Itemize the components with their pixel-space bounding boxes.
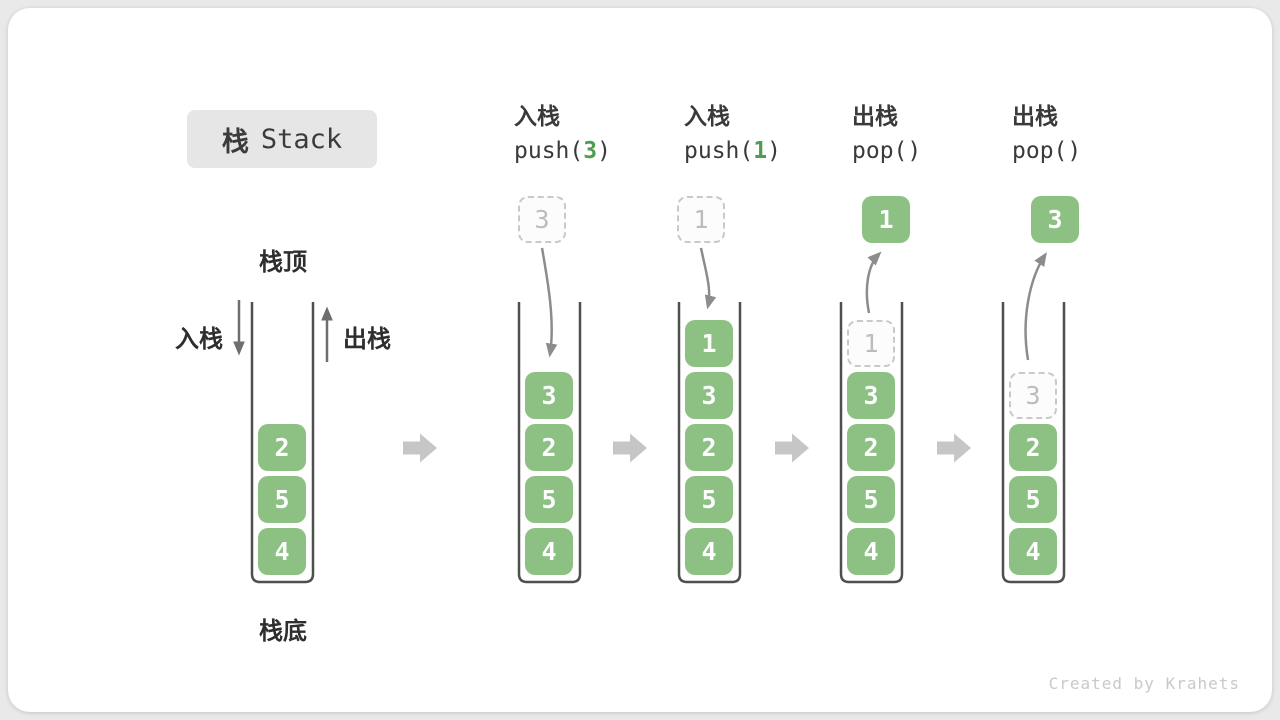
operation-label: 出栈 xyxy=(1012,103,1058,129)
floating-cell-dashed-3: 3 xyxy=(518,196,566,243)
operation-header-pop-second: 出栈 pop() xyxy=(1012,103,1081,164)
stack4-cell: 5 xyxy=(847,476,895,523)
pop-side-label: 出栈 xyxy=(343,326,391,353)
stack4-ghost-cell: 1 xyxy=(847,320,895,367)
stack4-cell: 3 xyxy=(847,372,895,419)
stack2-cell: 3 xyxy=(525,372,573,419)
floating-cell-popped-3: 3 xyxy=(1031,196,1079,243)
stack1-cell: 2 xyxy=(258,424,306,471)
title-zh: 栈 xyxy=(221,126,249,157)
credit-text: Created by Krahets xyxy=(1048,674,1240,693)
operation-header-push3: 入栈 push(3) xyxy=(514,103,611,164)
operation-header-push1: 入栈 push(1) xyxy=(684,103,781,164)
stack3-cell: 3 xyxy=(685,372,733,419)
stack5-cell: 4 xyxy=(1009,528,1057,575)
stack3-cell: 2 xyxy=(685,424,733,471)
title-en: Stack xyxy=(260,123,343,155)
floating-cell-popped-1: 1 xyxy=(862,196,910,243)
operation-label: 入栈 xyxy=(684,103,730,129)
floating-cell-dashed-1: 1 xyxy=(677,196,725,243)
stack3-cell: 1 xyxy=(685,320,733,367)
operation-code: pop() xyxy=(852,138,922,164)
stack2-cell: 5 xyxy=(525,476,573,523)
operation-label: 出栈 xyxy=(852,103,898,129)
operation-label: 入栈 xyxy=(514,103,560,129)
stack-bottom-label: 栈底 xyxy=(259,618,307,645)
stack5-cell: 5 xyxy=(1009,476,1057,523)
operation-code: push(3) xyxy=(514,138,611,164)
operation-header-pop-first: 出栈 pop() xyxy=(852,103,921,164)
stack2-cell: 4 xyxy=(525,528,573,575)
push-side-label: 入栈 xyxy=(175,326,223,353)
operation-code: pop() xyxy=(1012,138,1082,164)
stack-top-label: 栈顶 xyxy=(259,249,307,276)
stack3-cell: 5 xyxy=(685,476,733,523)
stack1-cell: 4 xyxy=(258,528,306,575)
operation-arg: 3 xyxy=(583,138,598,164)
title-box: 栈 Stack xyxy=(187,110,377,168)
stack3-cell: 4 xyxy=(685,528,733,575)
operation-arg: 1 xyxy=(753,138,768,164)
stack2-cell: 2 xyxy=(525,424,573,471)
stack1-cell: 5 xyxy=(258,476,306,523)
stack4-cell: 4 xyxy=(847,528,895,575)
stack5-cell: 2 xyxy=(1009,424,1057,471)
stack4-cell: 2 xyxy=(847,424,895,471)
operation-code: push(1) xyxy=(684,138,781,164)
stack5-ghost-cell: 3 xyxy=(1009,372,1057,419)
